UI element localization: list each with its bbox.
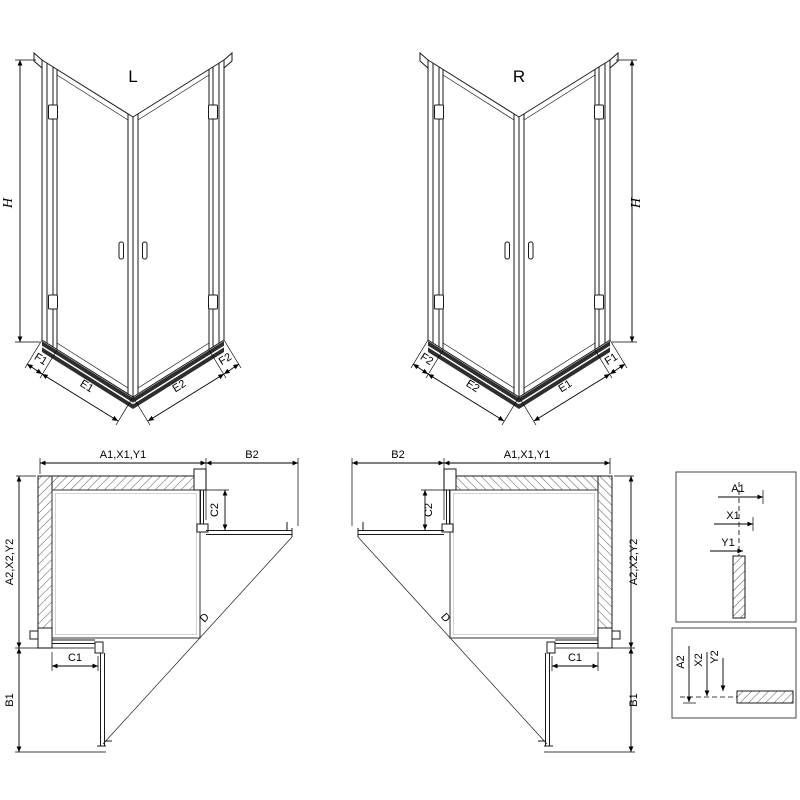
dim-label-a2x2y2: A2,X2,Y2 (4, 539, 16, 585)
door-handle-icon (142, 241, 148, 260)
hinge-icon (196, 523, 209, 533)
dim-label-x2: X2 (693, 653, 705, 666)
wall-end-profile (37, 627, 53, 649)
variant-label-left: L (128, 67, 137, 86)
variant-label-right: R (513, 67, 525, 86)
dim-label-x1: X1 (726, 510, 739, 522)
wall-profile-tab (33, 51, 43, 70)
profile-section (732, 555, 746, 619)
dim-label-y2: Y2 (709, 650, 721, 663)
dim-label-a1: A1 (731, 483, 744, 495)
dim-label-b2: B2 (245, 449, 258, 461)
hinge-icon (94, 641, 104, 654)
plan-view-geometry-right (352, 458, 635, 752)
height-dimension-geometry (15, 59, 40, 343)
hinge-icon (208, 104, 218, 120)
dim-label-c1: C1 (68, 652, 82, 664)
profile-section (736, 690, 794, 704)
dim-label-a2x2y2: A2,X2,Y2 (628, 539, 640, 585)
dim-label-c2: C2 (209, 503, 221, 517)
entry-diagonal (102, 536, 293, 745)
wall-end-tab (29, 630, 39, 640)
perspective-view-left-labels: L H F1 E1 E2 F2 (1, 67, 234, 395)
dim-label-f1: F1 (603, 351, 620, 368)
dim-label-c2: C2 (423, 503, 435, 517)
detail-frame (671, 627, 797, 719)
wall-section-side (37, 475, 53, 629)
dim-label-b1: B1 (628, 693, 640, 706)
plan-view-right-labels: B2 A1,X1,Y1 C2 A2,X2,Y2 B1 C1 D (391, 449, 640, 707)
plan-view-left-labels: A1,X1,Y1 B2 C2 A2,X2,Y2 B1 C1 D (4, 449, 259, 707)
detail-box-top: A1 X1 Y1 (675, 471, 797, 623)
shower-tray (51, 489, 201, 639)
dim-label-a1x1y1: A1,X1,Y1 (100, 449, 146, 461)
dim-label-b1: B1 (4, 693, 16, 706)
plan-view-geometry (15, 458, 299, 753)
dim-label-h-left: H (1, 197, 16, 209)
dim-label-c1: C1 (568, 652, 582, 664)
dim-label-h-right: H (629, 197, 644, 209)
wall-section-top (37, 475, 204, 491)
dim-label-f2: F2 (418, 351, 435, 368)
dim-label-a2: A2 (675, 655, 687, 668)
enclosure-perspective-geometry (24, 51, 242, 426)
dim-label-b2: B2 (391, 449, 404, 461)
hinge-icon (48, 294, 58, 310)
enclosure-perspective-geometry-right (411, 53, 627, 425)
detail-box-bottom: A2 X2 Y2 (671, 627, 797, 719)
hinge-icon (48, 104, 58, 120)
corner-profile (193, 468, 207, 491)
dim-label-f1: F1 (32, 351, 49, 368)
hinge-icon (208, 294, 218, 310)
wall-profile-tab (223, 51, 233, 70)
dim-label-f2: F2 (217, 351, 234, 368)
door-handle-icon (118, 241, 124, 260)
dim-label-y1: Y1 (721, 537, 734, 549)
dim-label-a1x1y1: A1,X1,Y1 (504, 449, 550, 461)
